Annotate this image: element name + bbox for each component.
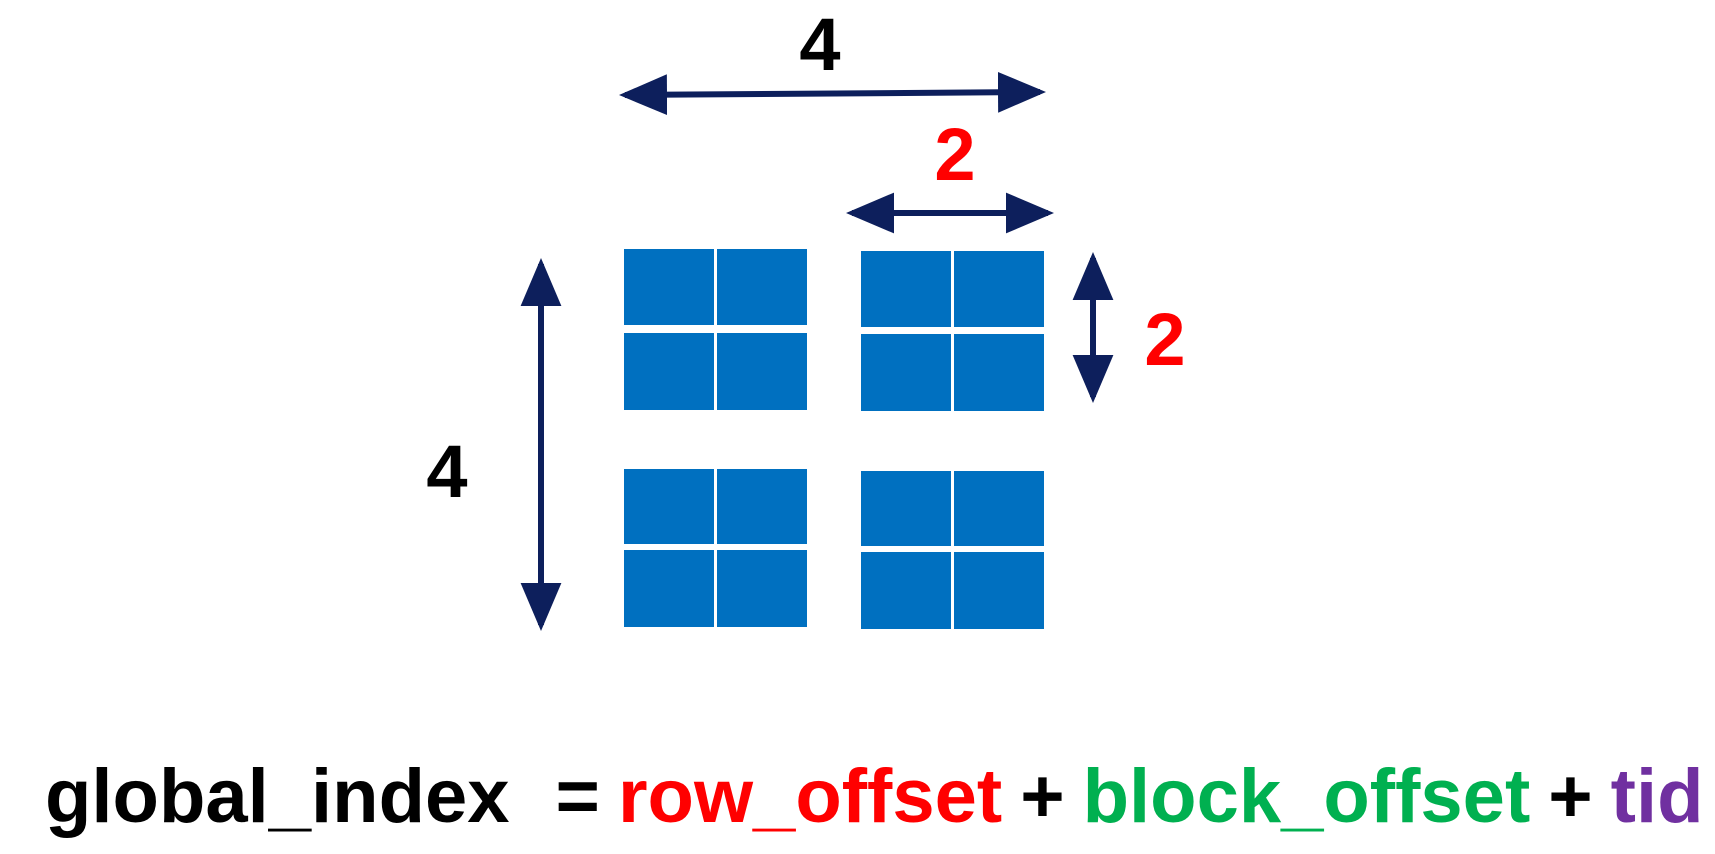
formula-lhs: global_index — [45, 754, 510, 839]
thread-cell — [861, 251, 951, 327]
thread-cell — [717, 333, 807, 410]
thread-cell — [861, 334, 951, 411]
formula-block-offset: block_offset — [1083, 754, 1531, 839]
thread-cell — [954, 471, 1044, 546]
block-bottom-right — [861, 471, 1044, 629]
thread-cell — [717, 469, 807, 544]
thread-cell — [954, 552, 1044, 629]
block-width-label: 2 — [934, 113, 975, 196]
thread-cell — [954, 251, 1044, 327]
thread-cell — [624, 469, 714, 544]
block-top-right — [861, 251, 1044, 411]
formula-plus-2: + — [1548, 754, 1592, 839]
thread-cell — [717, 249, 807, 325]
thread-cell — [717, 550, 807, 627]
thread-cell — [624, 550, 714, 627]
thread-cell — [624, 333, 714, 410]
grid-width-arrow — [619, 71, 1046, 116]
block-bottom-left — [624, 469, 807, 627]
formula-row-offset: row_offset — [618, 754, 1002, 839]
thread-cell — [861, 552, 951, 629]
index-formula: global_index=row_offset+block_offset+tid — [45, 754, 1704, 839]
grid-width-label: 4 — [799, 3, 840, 86]
formula-plus-1: + — [1020, 754, 1064, 839]
formula-tid: tid — [1611, 754, 1704, 839]
block-top-left — [624, 249, 807, 410]
grid-height-label: 4 — [426, 430, 467, 513]
thread-cell — [861, 471, 951, 546]
thread-cell — [624, 249, 714, 325]
block-height-label: 2 — [1144, 298, 1185, 381]
thread-cell — [954, 334, 1044, 411]
formula-equals: = — [556, 754, 600, 839]
